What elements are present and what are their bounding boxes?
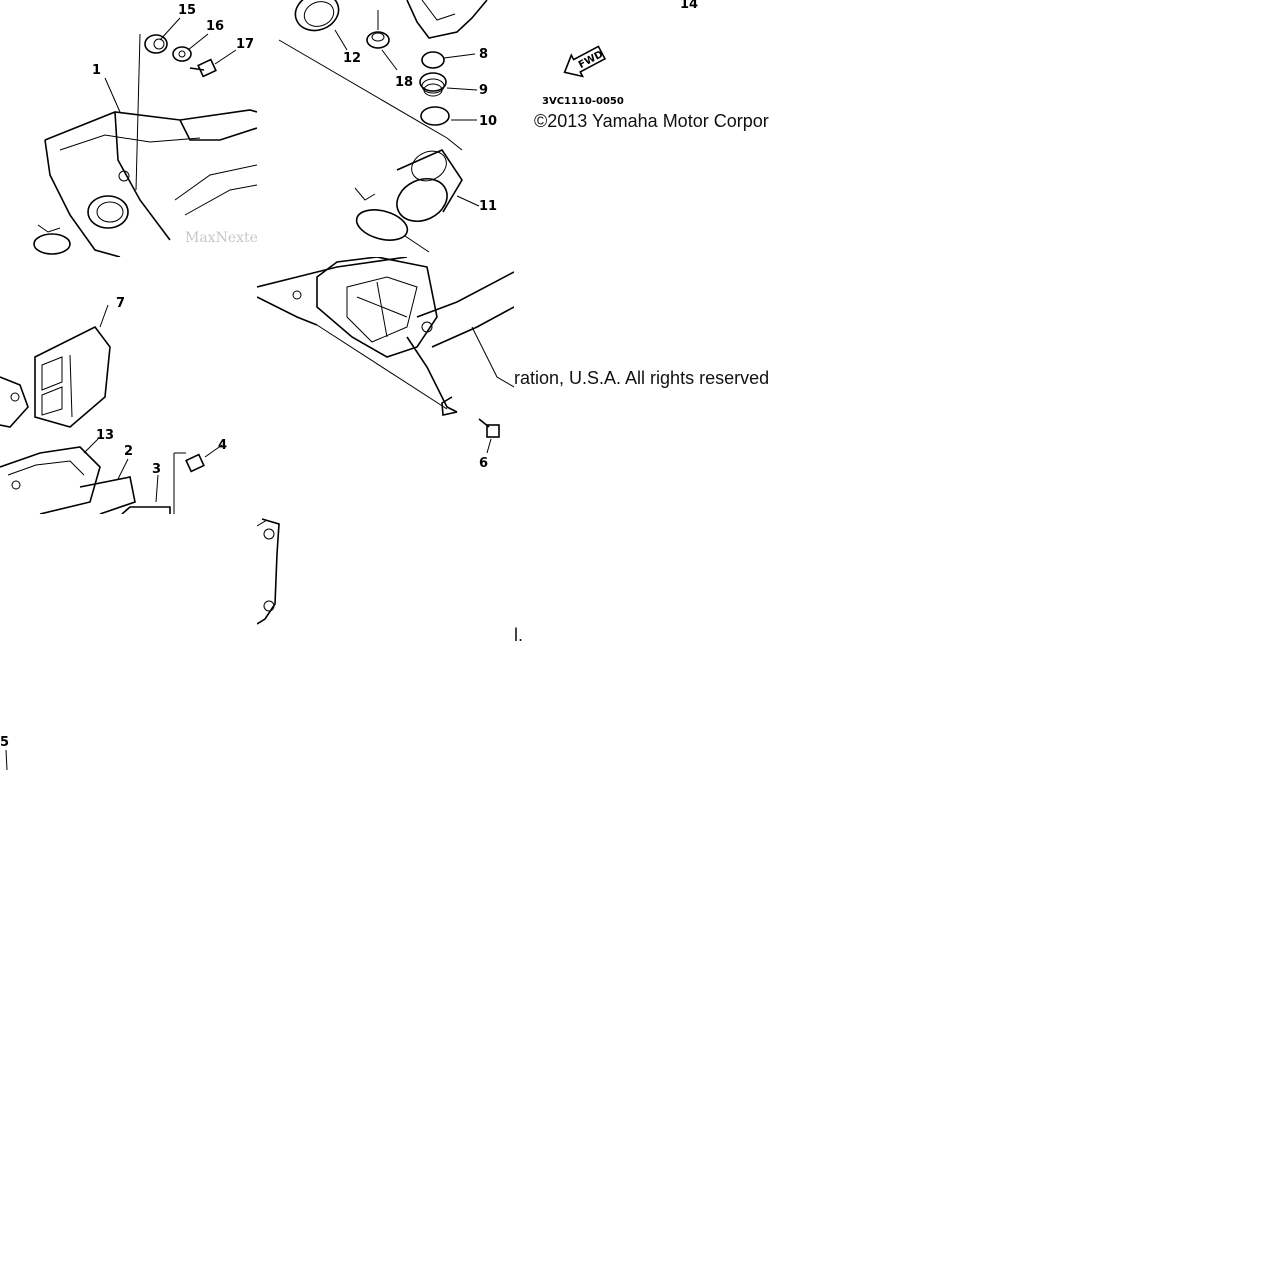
copyright-line-1: ©2013 Yamaha Motor Corpor	[534, 111, 769, 131]
callout-6: 6	[479, 456, 488, 471]
callout-4: 4	[218, 438, 227, 453]
callout-14: 14	[680, 0, 698, 12]
callout-17: 17	[236, 37, 254, 52]
callout-1: 1	[92, 63, 101, 78]
fwd-arrow-icon: FWD	[563, 45, 607, 78]
diagram-tile-copyright-end: l.	[514, 514, 771, 771]
callout-2: 2	[124, 444, 133, 459]
diagram-tile-bracket: 6	[257, 257, 514, 514]
diagram-tile-reed-valve: 7 13 2 3 4	[0, 257, 257, 514]
fwd-label: FWD	[577, 49, 605, 71]
callout-9: 9	[479, 83, 488, 98]
callout-8: 8	[479, 47, 488, 62]
watermark-text: MaxNextech	[185, 230, 257, 246]
callout-7: 7	[116, 296, 125, 311]
callout-5: 5	[0, 735, 9, 750]
copyright-line-3: l.	[514, 625, 523, 645]
part-code: 3VC1110-0050	[542, 96, 624, 107]
callout-15: 15	[178, 3, 196, 18]
diagram-tile-legend: 14 FWD 3VC1110-0050 ©2013 Yamaha Motor C…	[514, 0, 771, 257]
diagram-tile-lower-fragment	[257, 514, 514, 771]
callout-11: 11	[479, 199, 497, 214]
diagram-tile-copyright: ration, U.S.A. All rights reserved	[514, 257, 771, 514]
callout-5-group: 5	[0, 728, 20, 778]
callout-10: 10	[479, 114, 497, 129]
diagram-tile-airbox-body: 1 15 16 17 MaxNextech	[0, 0, 257, 257]
callout-13: 13	[96, 428, 114, 443]
callout-16: 16	[206, 19, 224, 34]
copyright-line-2: ration, U.S.A. All rights reserved	[514, 368, 770, 388]
callout-18: 18	[395, 75, 413, 90]
diagram-tile-intake-parts: 12 18 8 9 10 11	[257, 0, 514, 257]
diagram-tile-callout-5	[0, 771, 257, 1028]
callout-3: 3	[152, 462, 161, 477]
callout-12: 12	[343, 51, 361, 66]
